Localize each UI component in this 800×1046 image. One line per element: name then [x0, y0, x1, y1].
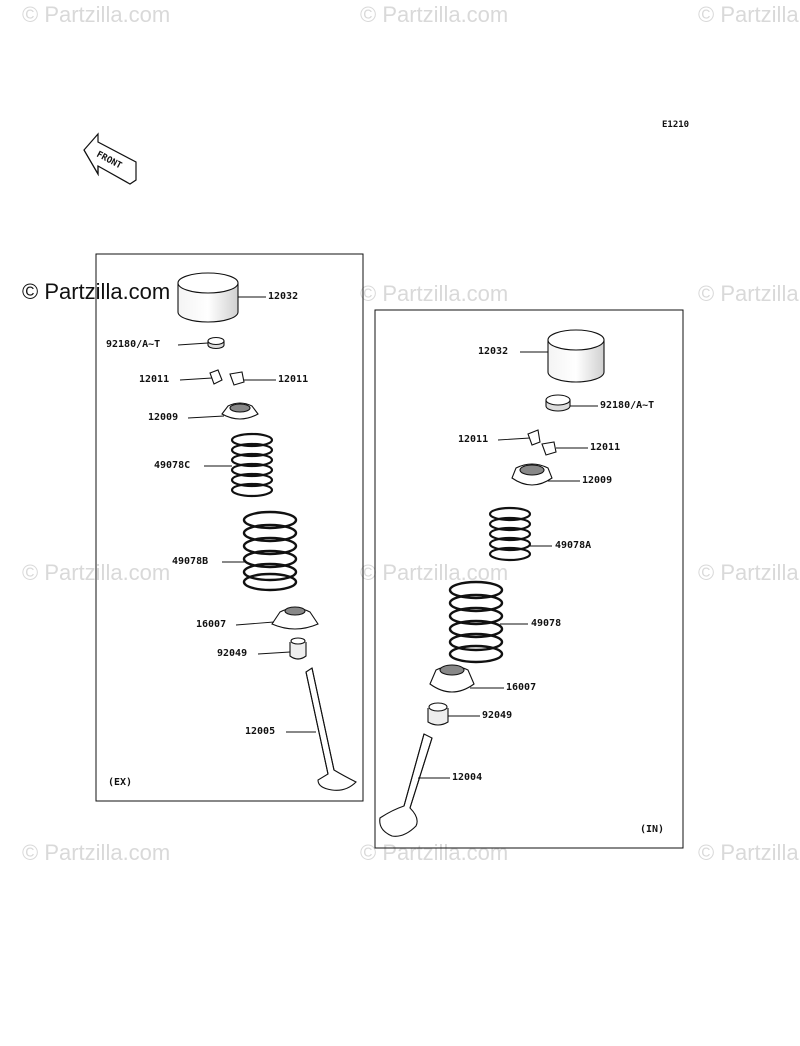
watermark: © Partzilla.com: [360, 840, 509, 865]
spring-49078B-ex: [242, 510, 298, 592]
valve-12004-in: [379, 733, 433, 837]
part-label[interactable]: 49078B: [172, 556, 209, 567]
tappet-12032-ex: [177, 272, 239, 323]
watermark: © Partzilla.com: [698, 281, 800, 306]
intake-panel-frame: [374, 309, 684, 849]
watermark: © Partzilla.com: [360, 2, 509, 27]
part-label[interactable]: 12032: [478, 346, 509, 357]
front-arrow-icon: FRONT: [83, 132, 137, 185]
cotter-12011-in: [527, 429, 557, 456]
spring-seat-16007-in: [429, 664, 475, 693]
cotter-12011-ex: [209, 369, 245, 386]
part-label[interactable]: 92180/A~T: [106, 339, 161, 350]
watermark: © Partzilla.com: [698, 840, 800, 865]
valve-12005-ex: [305, 667, 357, 791]
watermark: © Partzilla.com: [360, 281, 509, 306]
watermark: © Partzilla.com: [360, 560, 509, 585]
part-label[interactable]: 12009: [582, 475, 613, 486]
part-label[interactable]: 12011: [458, 434, 489, 445]
part-label[interactable]: 12009: [148, 412, 179, 423]
watermark-main: © Partzilla.com: [22, 279, 171, 304]
part-label[interactable]: 92049: [217, 648, 248, 659]
watermark: © Partzilla.com: [22, 2, 171, 27]
exhaust-panel-frame: [95, 253, 364, 802]
shim-92180-ex: [207, 336, 225, 350]
part-label[interactable]: 92180/A~T: [600, 400, 655, 411]
retainer-12009-ex: [221, 402, 259, 420]
exhaust-panel-tag: (EX): [108, 777, 133, 788]
intake-panel-tag: (IN): [640, 824, 665, 835]
part-label[interactable]: 12011: [278, 374, 309, 385]
shim-92180-in: [545, 394, 571, 412]
stem-seal-92049-in: [427, 702, 449, 726]
part-label[interactable]: 16007: [196, 619, 227, 630]
spring-49078C-ex: [230, 432, 274, 498]
tappet-12032-in: [547, 329, 605, 383]
diagram-code: E1210: [662, 120, 690, 130]
stem-seal-92049-ex: [289, 637, 307, 660]
spring-49078A-in: [488, 506, 532, 562]
retainer-12009-in: [511, 463, 553, 486]
part-label[interactable]: 12011: [139, 374, 170, 385]
watermark: © Partzilla.com: [698, 2, 800, 27]
part-label[interactable]: 49078A: [555, 540, 592, 551]
part-label[interactable]: 12005: [245, 726, 276, 737]
part-label[interactable]: 49078C: [154, 460, 191, 471]
watermark: © Partzilla.com: [698, 560, 800, 585]
part-label[interactable]: 12032: [268, 291, 299, 302]
watermark: © Partzilla.com: [22, 840, 171, 865]
spring-seat-16007-ex: [271, 606, 319, 630]
part-label[interactable]: 12004: [452, 772, 483, 783]
part-label[interactable]: 16007: [506, 682, 537, 693]
part-label[interactable]: 92049: [482, 710, 513, 721]
part-label[interactable]: 12011: [590, 442, 621, 453]
part-label[interactable]: 49078: [531, 618, 562, 629]
spring-49078-in: [448, 580, 504, 664]
